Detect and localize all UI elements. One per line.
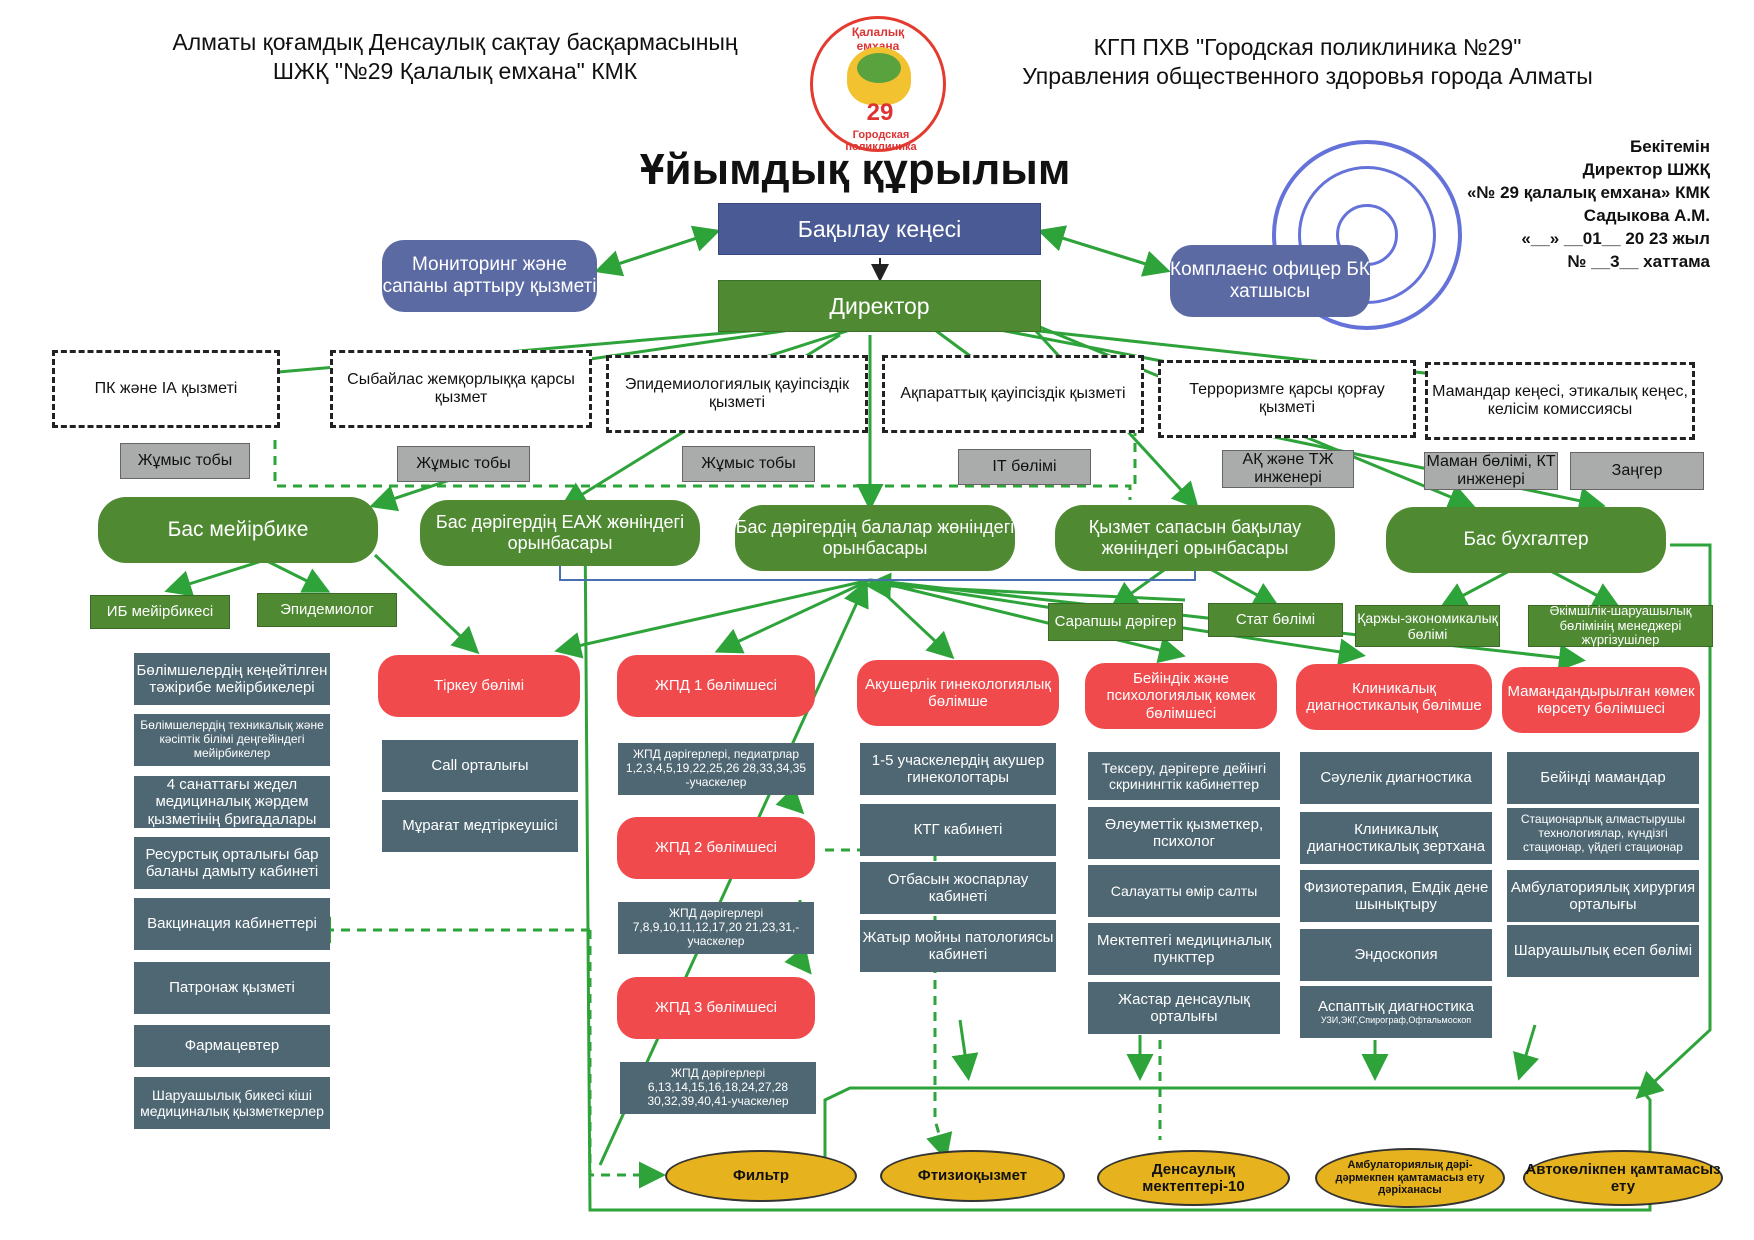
archive-registrar: Мұрағат медтіркеушісі xyxy=(382,800,578,852)
head-nurse: Бас мейірбике xyxy=(98,497,378,563)
department-item: Клиникалық диагностикалық зертхана xyxy=(1300,812,1492,864)
monitoring-service: Мониторинг және сапаны арттыру қызметі xyxy=(382,240,597,312)
approval-line1: Бекітемін xyxy=(1629,137,1710,156)
department-item: 1-5 учаскелердің акушер гинекологтары xyxy=(860,743,1056,795)
phthisiology-oval: Фтизиоқызмет xyxy=(880,1150,1065,1202)
admin-department: Әкімшілік-шаруашылық бөлімінің менеджері… xyxy=(1528,603,1713,647)
nurse-item: Бөлімшелердің техникалық және кәсіптік б… xyxy=(134,714,330,766)
clinic-logo: Қалалық емхана 29 Городская поликлиника xyxy=(810,16,946,153)
department-item: Шаруашылық есеп бөлімі xyxy=(1507,925,1699,977)
zhpd-doctors: ЖПД дәрігерлері 6,13,14,15,16,18,24,27,2… xyxy=(620,1062,816,1114)
vaccination-rooms: Вакцинация кабинеттері xyxy=(134,898,330,950)
filter-oval: Фильтр xyxy=(665,1150,857,1202)
nurse-item: Фармацевтер xyxy=(134,1025,330,1067)
deputy-quality: Қызмет сапасын бақылау жөніндегі орынбас… xyxy=(1055,505,1335,571)
registry-department: Тіркеу бөлімі xyxy=(378,655,580,717)
call-center: Call орталығы xyxy=(382,740,578,792)
logo-number: 29 xyxy=(866,99,894,126)
it-department: ІТ бөлімі xyxy=(958,449,1091,485)
director-box: Директор xyxy=(718,280,1041,332)
department-item: Физиотерапия, Емдік дене шынықтыру xyxy=(1300,870,1492,922)
service-item: Сыбайлас жемқорлыққа қарсы қызмет xyxy=(330,350,592,428)
nurse-item: 4 санаттағы жедел медициналық жәрдем қыз… xyxy=(134,776,330,828)
chief-accountant: Бас бухгалтер xyxy=(1386,507,1666,573)
obgyn-department: Акушерлік гинекологиялық бөлімше xyxy=(857,660,1059,726)
department-item: Стационарлық алмастырушы технологиялар, … xyxy=(1507,808,1699,860)
department-item: Отбасын жоспарлау кабинеті xyxy=(860,862,1056,914)
header-right-line1: КГП ПХВ "Городская поликлиника №29" xyxy=(1093,34,1522,60)
specialist-box: Маман бөлімі, КТ инженері xyxy=(1424,452,1558,490)
ib-nurse: ИБ мейірбикесі xyxy=(90,595,230,629)
approval-line6: № __3__ хаттама xyxy=(1567,252,1711,271)
finance-department: Қаржы-экономикалық бөлімі xyxy=(1355,605,1500,647)
department-item: Мектептегі медициналық пункттер xyxy=(1088,923,1280,975)
transport-oval: Автокөлікпен қамтамасыз ету xyxy=(1523,1150,1723,1206)
nurse-item: Шаруашылық бикесі кіші медициналық қызме… xyxy=(134,1077,330,1129)
service-item: Мамандар кеңесі, этикалық кеңес, келісім… xyxy=(1425,362,1695,440)
department-item: Бейінді мамандар xyxy=(1507,752,1699,804)
department-item: Тексеру, дәрігерге дейінгі скринингтік к… xyxy=(1088,752,1280,800)
header-right: КГП ПХВ "Городская поликлиника №29" Упра… xyxy=(975,33,1640,91)
profile-psych-department: Бейіндік және психологиялық көмек бөлімш… xyxy=(1085,663,1277,729)
working-group: Жұмыс тобы xyxy=(397,446,530,482)
nurse-item: Ресурстық орталығы бар баланы дамыту каб… xyxy=(134,837,330,889)
nurse-item: Бөлімшелердің кеңейтілген тәжірибе мейір… xyxy=(134,653,330,705)
department-item: Эндоскопия xyxy=(1300,929,1492,981)
service-item: Эпидемиологиялық қауіпсіздік қызметі xyxy=(606,355,868,433)
department-item: Жастар денсаулық орталығы xyxy=(1088,982,1280,1034)
header-left-line2: ШЖҚ "№29 Қалалық емхана" КМК xyxy=(272,58,638,84)
people-icon xyxy=(857,53,901,83)
department-item: Амбулаториялық хирургия орталығы xyxy=(1507,870,1699,922)
header-right-line2: Управления общественного здоровья города… xyxy=(1022,63,1593,89)
deputy-children: Бас дәрігердің балалар жөніндегі орынбас… xyxy=(735,505,1015,571)
pharmacy-oval: Амбулаториялық дәрі-дәрмекпен қамтамасыз… xyxy=(1315,1148,1505,1208)
official-seal xyxy=(1272,140,1462,330)
department-item-label: Аспаптық диагностика xyxy=(1317,998,1475,1016)
clinical-diagnostic-department: Клиникалық диагностикалық бөлімше xyxy=(1296,664,1492,730)
compliance-officer: Комплаенс офицер БК хатшысы xyxy=(1170,245,1370,317)
approval-line4: Садыкова А.М. xyxy=(1583,206,1710,225)
department-item: Жатыр мойны патологиясы кабинеті xyxy=(860,920,1056,972)
stat-department: Стат бөлімі xyxy=(1208,603,1343,637)
nurse-item: Патронаж қызметі xyxy=(134,962,330,1014)
specialized-care-department: Мамандандырылған көмек көрсету бөлімшесі xyxy=(1502,667,1700,733)
logo-bottom-text: Городская поликлиника xyxy=(845,129,917,153)
department-item-note: УЗИ,ЭКГ,Спирограф,Офтальмоскоп xyxy=(1320,1015,1472,1026)
zhpd-department: ЖПД 2 бөлімшесі xyxy=(617,817,815,879)
lawyer-box: Заңгер xyxy=(1570,452,1704,490)
approval-block: Бекітемін Директор ШЖҚ «№ 29 қалалық емх… xyxy=(1380,135,1710,273)
zhpd-doctors: ЖПД дәрігерлері 7,8,9,10,11,12,17,20 21,… xyxy=(618,902,814,954)
working-group: Жұмыс тобы xyxy=(682,446,815,482)
epidemiologist: Эпидемиолог xyxy=(257,593,397,627)
approval-line5: «__» __01__ 20 23 жыл xyxy=(1521,229,1710,248)
approval-line2: Директор ШЖҚ xyxy=(1582,160,1710,179)
service-item: Ақпараттық қауіпсіздік қызметі xyxy=(882,355,1144,433)
deputy-eaj: Бас дәрігердің ЕАЖ жөніндегі орынбасары xyxy=(420,500,700,566)
department-item: Сәулелік диагностика xyxy=(1300,752,1492,804)
department-item: КТГ кабинеті xyxy=(860,804,1056,856)
working-group: Жұмыс тобы xyxy=(120,443,250,479)
header-left: Алматы қоғамдық Денсаулық сақтау басқарм… xyxy=(130,28,780,86)
page-title: Ұйымдық құрылым xyxy=(640,145,1071,194)
department-item: Әлеуметтік қызметкер, психолог xyxy=(1088,807,1280,859)
engineer-box: АҚ және ТЖ инженері xyxy=(1222,450,1354,488)
zhpd-doctors: ЖПД дәрігерлері, педиатрлар 1,2,3,4,5,19… xyxy=(618,743,814,795)
department-item-instrumental: Аспаптық диагностика УЗИ,ЭКГ,Спирограф,О… xyxy=(1300,986,1492,1038)
department-item: Салауатты өмір салты xyxy=(1088,865,1280,917)
approval-line3: «№ 29 қалалық емхана» КМК xyxy=(1466,183,1710,202)
zhpd-department: ЖПД 3 бөлімшесі xyxy=(617,977,815,1039)
service-item: Терроризмге қарсы қорғау қызметі xyxy=(1158,360,1416,438)
service-item: ПК және ІА қызметі xyxy=(52,350,280,428)
zhpd-department: ЖПД 1 бөлімшесі xyxy=(617,655,815,717)
expert-doctor: Сарапшы дәрігер xyxy=(1048,603,1183,641)
supervisory-board: Бақылау кеңесі xyxy=(718,203,1041,255)
health-schools-oval: Денсаулық мектептері-10 xyxy=(1097,1150,1290,1206)
header-left-line1: Алматы қоғамдық Денсаулық сақтау басқарм… xyxy=(172,29,738,55)
